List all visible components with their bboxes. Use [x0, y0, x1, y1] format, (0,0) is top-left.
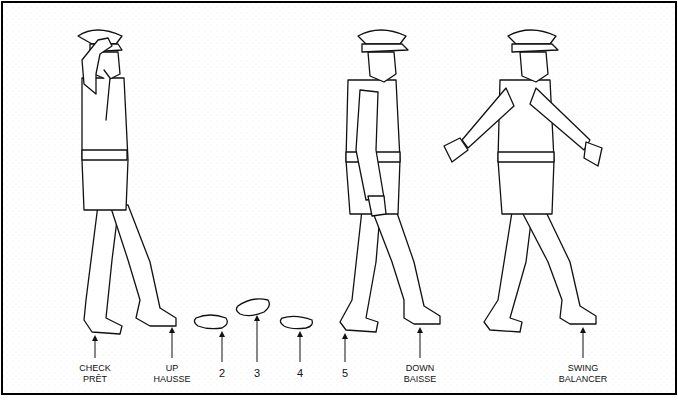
step-label-fr: HAUSSE — [153, 374, 190, 384]
step-label-fr: PRÊT — [83, 374, 107, 384]
step-label: DOWN — [406, 363, 435, 373]
count-number: 4 — [297, 367, 303, 379]
step-label: UP — [166, 363, 179, 373]
step-label-fr: BAISSE — [404, 374, 437, 384]
step-label: SWING — [568, 363, 599, 373]
count-number: 2 — [219, 367, 225, 379]
count-number: 5 — [342, 367, 348, 379]
step-label: CHECK — [79, 363, 111, 373]
step-label-fr: BALANCER — [559, 374, 608, 384]
count-number: 3 — [254, 367, 260, 379]
